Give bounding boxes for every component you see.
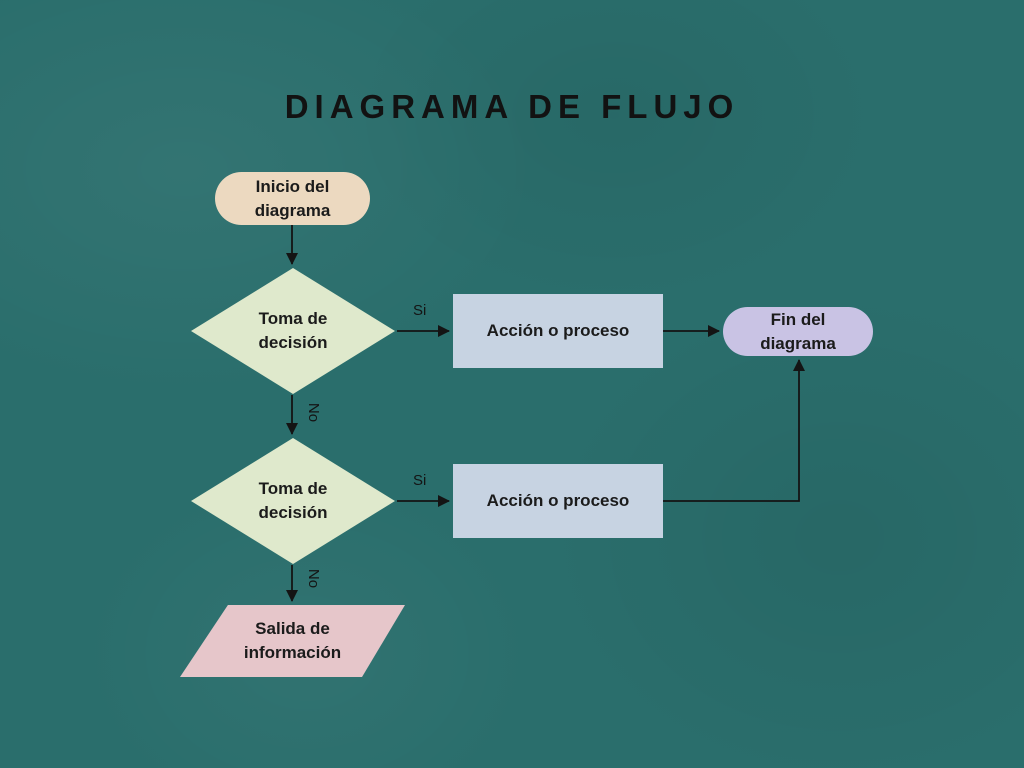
node-process-2: Acción o proceso — [453, 464, 663, 538]
connector-process2-to-end — [663, 359, 805, 502]
edge-label-no-2: No — [305, 568, 323, 589]
node-process-1: Acción o proceso — [453, 294, 663, 368]
flowchart-title: DIAGRAMA DE FLUJO — [284, 88, 740, 125]
node-start-label: Inicio del diagrama — [254, 176, 331, 220]
node-start-terminator: Inicio del diagrama — [215, 172, 370, 225]
node-decision-2: Toma de decisión — [191, 438, 395, 564]
edge-label-yes-2: Si — [413, 472, 427, 489]
node-process-2-label: Acción o proceso — [486, 491, 630, 511]
edge-label-no-1: No — [305, 402, 323, 423]
node-decision-1-label: Toma de decisión — [258, 309, 328, 352]
node-decision-1: Toma de decisión — [191, 268, 395, 394]
node-output-label: Salida de información — [243, 619, 342, 662]
node-process-1-label: Acción o proceso — [486, 321, 630, 341]
node-end-label: Fin del diagrama — [760, 309, 836, 353]
edge-label-yes-1: Si — [413, 302, 427, 319]
node-output-parallelogram: Salida de información — [180, 605, 405, 677]
node-decision-2-label: Toma de decisión — [258, 479, 328, 522]
node-end-terminator: Fin del diagrama — [723, 307, 873, 356]
